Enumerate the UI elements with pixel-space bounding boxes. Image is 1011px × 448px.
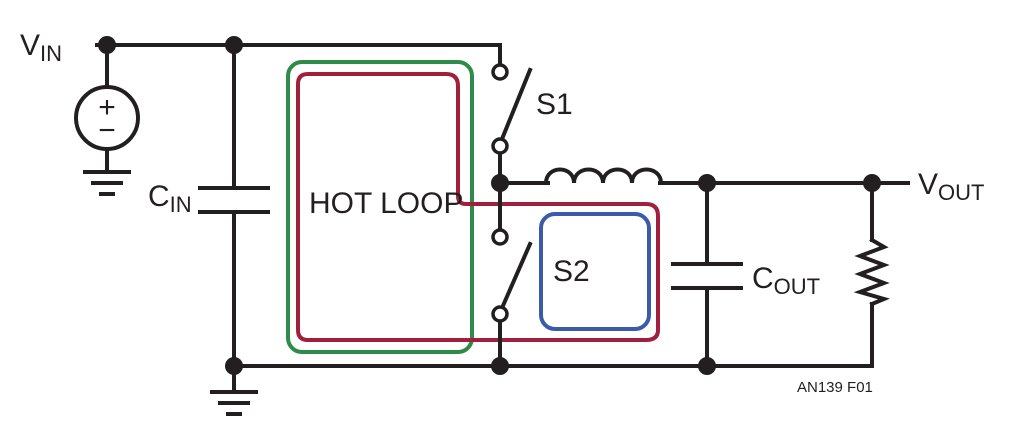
vin-label: VIN [20, 29, 62, 66]
input-current-loop [296, 72, 660, 342]
figure-id-label: AN139 F01 [797, 379, 873, 396]
junction-dot [98, 36, 116, 54]
voltage-source-icon: + − [74, 85, 140, 151]
hot-loop-outline [286, 60, 474, 354]
junction-dot [698, 357, 716, 375]
source-minus-sign: − [98, 114, 116, 147]
cout-label: COUT [752, 262, 820, 299]
vout-label: VOUT [918, 168, 984, 205]
junction-dot [225, 36, 243, 54]
resistor-icon [853, 237, 890, 307]
s1-label: S1 [536, 88, 573, 121]
junction-dot [698, 174, 716, 192]
source-plus-sign: + [98, 91, 116, 124]
hot-loop-label: HOT LOOP [309, 187, 463, 220]
capacitor-icon [198, 186, 270, 214]
ground-icon [210, 390, 258, 416]
switch-current-loop [539, 212, 651, 331]
s2-blade [499, 241, 533, 311]
s1-blade [499, 67, 533, 142]
ground-icon [83, 170, 131, 196]
junction-dot [491, 174, 509, 192]
inductor-icon [543, 167, 664, 186]
switch-icon [491, 228, 533, 323]
cin-label: CIN [148, 180, 192, 217]
capacitor-icon [671, 262, 743, 290]
junction-dot [491, 357, 509, 375]
switch-icon [491, 63, 533, 155]
junction-dot [863, 174, 881, 192]
junction-dot [225, 357, 243, 375]
s2-label: S2 [553, 255, 590, 288]
